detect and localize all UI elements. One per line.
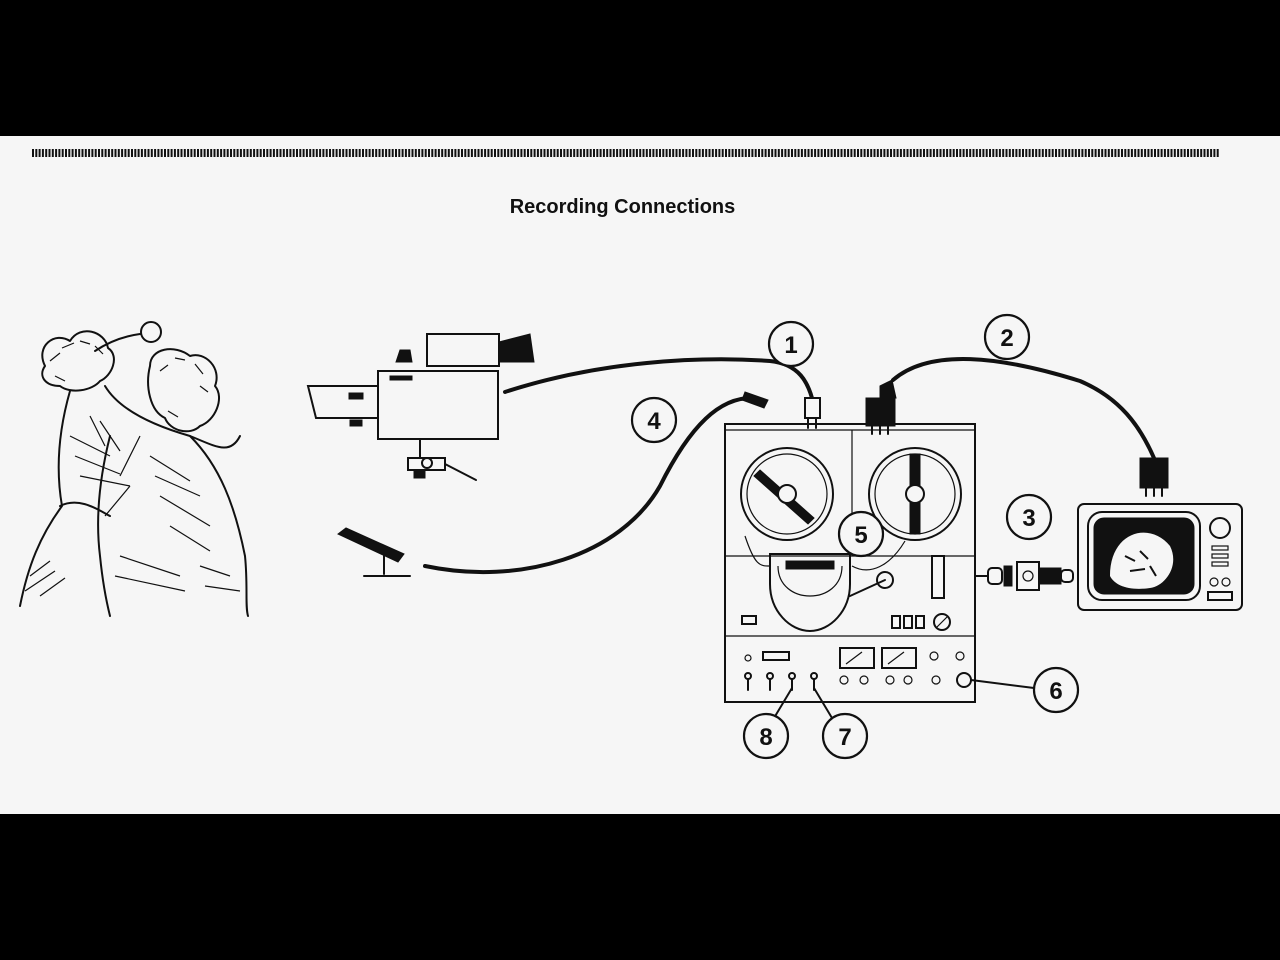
callout-2: 2 bbox=[983, 313, 1031, 361]
callout-3: 3 bbox=[1005, 493, 1053, 541]
svg-text:2: 2 bbox=[1000, 325, 1013, 352]
cables bbox=[423, 356, 1156, 577]
camera-cable bbox=[503, 357, 814, 400]
dancing-couple-illustration bbox=[19, 321, 249, 617]
svg-text:4: 4 bbox=[647, 408, 661, 435]
callout-5: 5 bbox=[837, 510, 885, 558]
callout-6-leader bbox=[970, 679, 1035, 689]
callout-6: 6 bbox=[1032, 666, 1080, 714]
svg-text:1: 1 bbox=[784, 332, 797, 359]
television-monitor bbox=[1077, 503, 1243, 611]
svg-text:6: 6 bbox=[1049, 678, 1062, 705]
callout-1: 1 bbox=[767, 320, 815, 368]
diagram-page: 1 2 3 4 5 6 7 8 Recording Co bbox=[0, 136, 1280, 814]
svg-text:7: 7 bbox=[838, 724, 851, 751]
svg-text:8: 8 bbox=[759, 724, 772, 751]
recording-connections-diagram: 1 2 3 4 5 6 7 8 bbox=[19, 149, 1243, 760]
diagram-title: Recording Connections bbox=[509, 196, 736, 218]
video-camera bbox=[306, 333, 535, 481]
svg-text:5: 5 bbox=[854, 522, 867, 549]
reel-to-reel-tape-recorder bbox=[724, 423, 976, 703]
microphone-on-stand bbox=[337, 527, 411, 577]
monitor-cable bbox=[891, 356, 1156, 460]
callout-8-leader bbox=[773, 687, 793, 719]
connectors bbox=[741, 379, 1169, 591]
svg-text:3: 3 bbox=[1022, 505, 1035, 532]
callout-8: 8 bbox=[742, 712, 790, 760]
callout-7-leader bbox=[813, 687, 833, 719]
callout-4: 4 bbox=[630, 396, 678, 444]
microphone-cable bbox=[423, 395, 757, 574]
callout-7: 7 bbox=[821, 712, 869, 760]
